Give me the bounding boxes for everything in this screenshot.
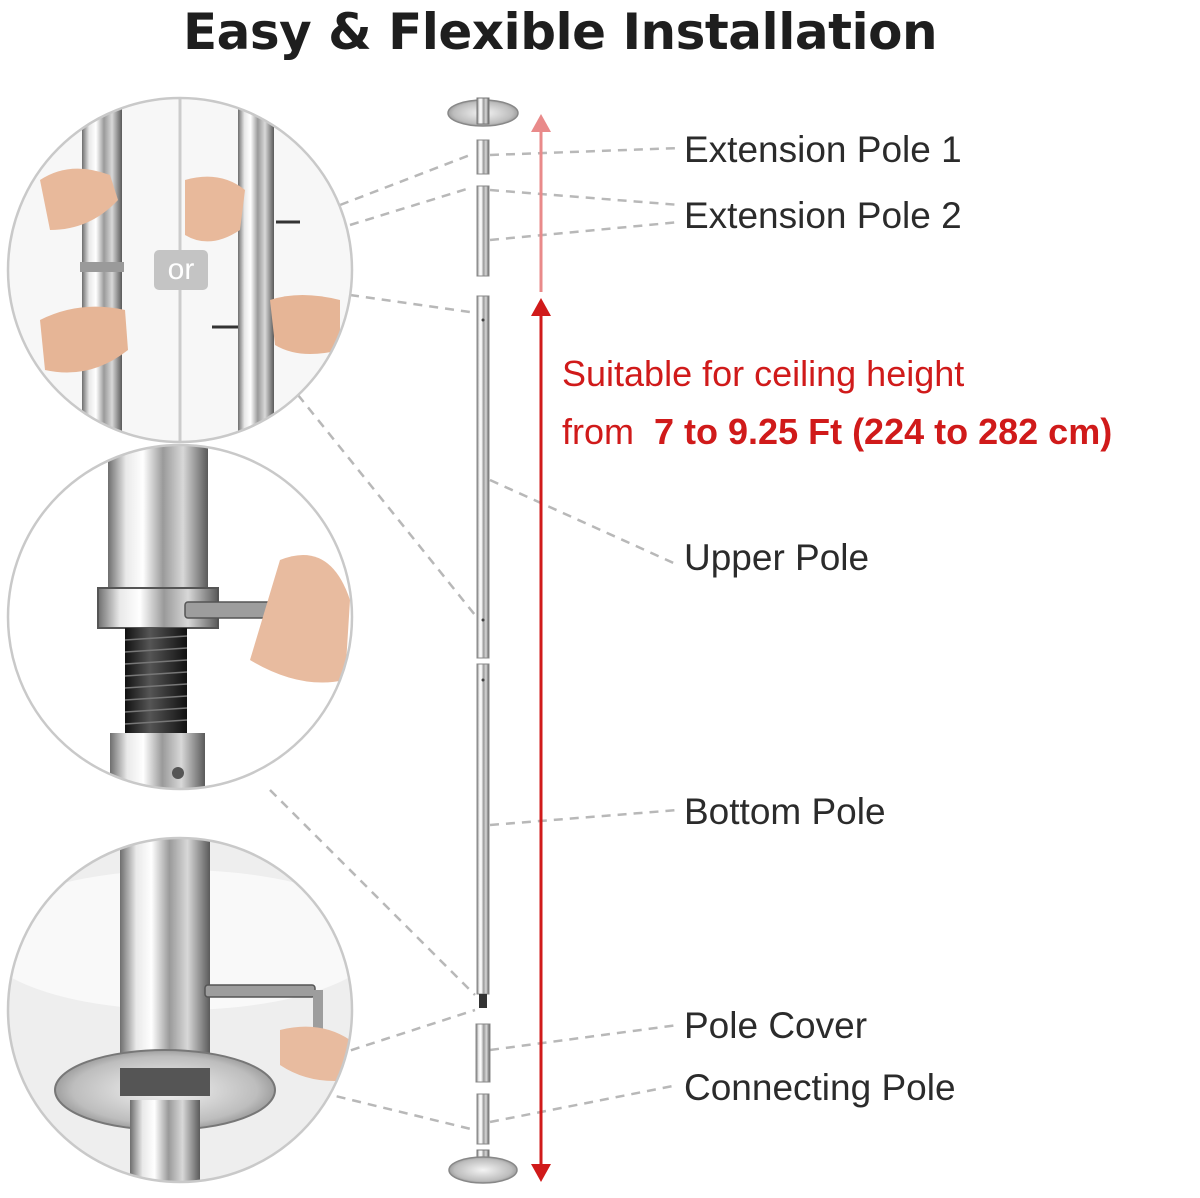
page-title: Easy & Flexible Installation — [182, 3, 938, 61]
height-note-prefix: from — [562, 411, 634, 452]
label-extension-pole-1: Extension Pole 1 — [684, 129, 962, 170]
height-note-range: 7 to 9.25 Ft (224 to 282 cm) — [654, 411, 1113, 452]
detail-circle-hands — [6, 96, 354, 444]
height-note-line1: Suitable for ceiling height — [562, 352, 964, 396]
height-note-line2: from 7 to 9.25 Ft (224 to 282 cm) — [562, 410, 1112, 454]
label-bottom-pole: Bottom Pole — [684, 791, 886, 832]
height-arrow — [531, 114, 551, 1182]
label-upper-pole: Upper Pole — [684, 537, 870, 578]
label-connecting-pole: Connecting Pole — [684, 1067, 956, 1108]
detail-circle-wrench — [6, 443, 354, 791]
height-note-text: Suitable for ceiling height — [562, 353, 965, 394]
or-badge: or — [154, 250, 208, 290]
label-pole-cover: Pole Cover — [684, 1005, 868, 1046]
exploded-pole — [447, 97, 519, 1184]
label-extension-pole-2: Extension Pole 2 — [684, 195, 962, 236]
detail-circle-base — [6, 836, 354, 1184]
